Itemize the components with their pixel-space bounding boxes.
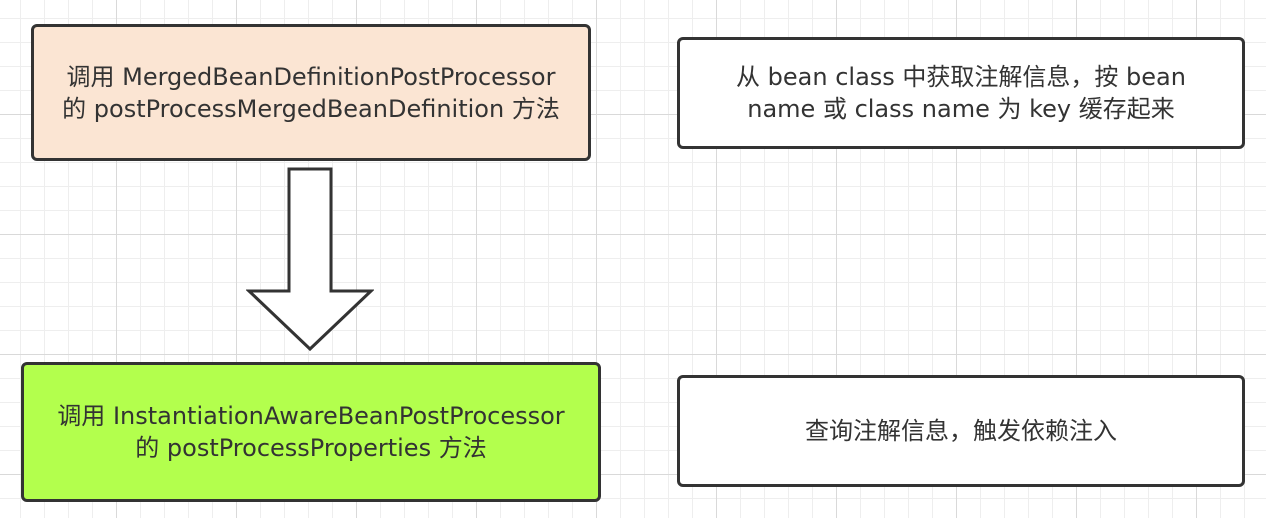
flow-arrow-shape	[246, 167, 374, 352]
flow-arrow-down	[246, 167, 374, 352]
cache-note-line1: 从 bean class 中获取注解信息，按 bean	[736, 63, 1186, 91]
merged-step-line1: 调用 MergedBeanDefinitionPostProcessor	[66, 62, 556, 91]
merged-step-line2: 的 postProcessMergedBeanDefinition 方法	[62, 94, 560, 123]
merged-bean-definition-step: 调用 MergedBeanDefinitionPostProcessor 的 p…	[31, 24, 591, 161]
inject-annotation-note: 查询注解信息，触发依赖注入	[677, 375, 1245, 487]
cache-note-line2: name 或 class name 为 key 缓存起来	[747, 95, 1175, 123]
inject-note-line1: 查询注解信息，触发依赖注入	[805, 417, 1117, 445]
inst-step-line1: 调用 InstantiationAwareBeanPostProcessor	[57, 402, 565, 430]
cache-annotation-note: 从 bean class 中获取注解信息，按 bean name 或 class…	[677, 37, 1245, 149]
inst-step-line2: 的 postProcessProperties 方法	[135, 434, 487, 462]
instantiation-aware-step: 调用 InstantiationAwareBeanPostProcessor 的…	[21, 362, 601, 502]
